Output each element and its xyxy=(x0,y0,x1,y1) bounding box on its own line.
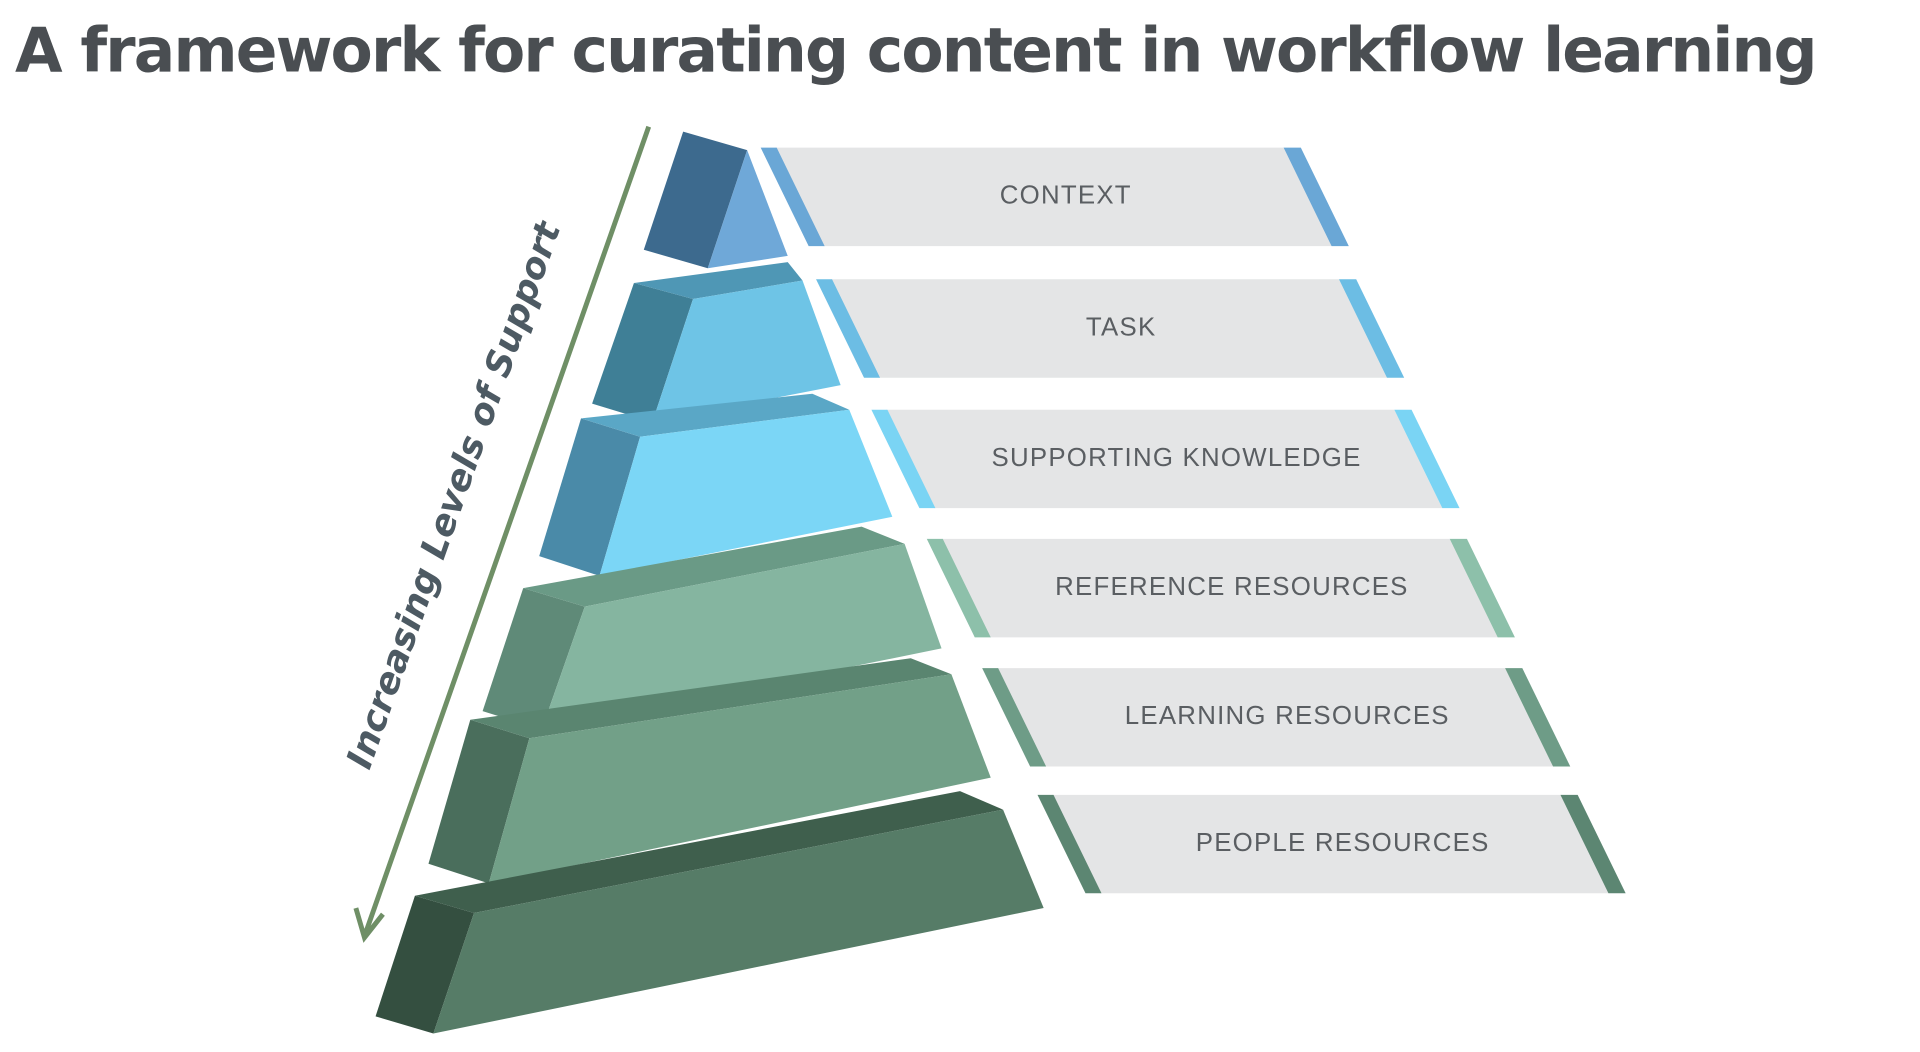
tier-front-face xyxy=(433,809,1044,1034)
tier-label: PEOPLE RESOURCES xyxy=(1196,829,1490,857)
band-background xyxy=(1052,794,1609,894)
band-right-stripe xyxy=(1283,147,1349,247)
label-bands: CONTEXT TASK SUPPORTING KNOWLEDGE REFERENCE… xyxy=(760,147,1626,894)
tier-label: LEARNING RESOURCES xyxy=(1125,702,1450,730)
pyramid-tier-2 xyxy=(592,262,841,423)
band-background xyxy=(886,409,1443,509)
label-band: LEARNING RESOURCES xyxy=(982,668,1571,767)
band-background xyxy=(941,538,1498,638)
label-band: CONTEXT xyxy=(760,147,1349,247)
arrow-head-icon xyxy=(353,907,385,943)
band-background xyxy=(830,279,1387,378)
pyramid-tier-5 xyxy=(428,658,991,884)
tier-label: CONTEXT xyxy=(1000,182,1132,210)
tier-top-face xyxy=(581,393,850,437)
band-left-stripe xyxy=(871,409,936,509)
tier-top-face xyxy=(414,791,1004,913)
pyramid-tier-4 xyxy=(482,526,942,730)
tier-side-face xyxy=(643,131,748,269)
tier-front-face xyxy=(488,674,991,884)
tier-side-face xyxy=(539,418,641,576)
band-left-stripe xyxy=(1037,794,1102,894)
tier-side-face xyxy=(428,719,530,884)
tier-front-face xyxy=(652,280,841,423)
band-background xyxy=(775,147,1332,247)
band-right-stripe xyxy=(1338,279,1405,378)
band-right-stripe xyxy=(1560,794,1626,894)
tier-label: TASK xyxy=(1086,313,1156,341)
tier-top-face xyxy=(470,658,952,739)
pyramid-tier-3 xyxy=(539,393,893,576)
band-right-stripe xyxy=(1449,538,1515,638)
band-right-stripe xyxy=(1505,668,1571,767)
tier-label: SUPPORTING KNOWLEDGE xyxy=(992,444,1362,472)
band-left-stripe xyxy=(926,538,991,638)
band-left-stripe xyxy=(982,668,1047,767)
tier-front-face xyxy=(707,150,788,269)
label-band: TASK xyxy=(816,279,1405,378)
band-right-stripe xyxy=(1394,409,1460,509)
band-left-stripe xyxy=(816,279,881,378)
pyramid xyxy=(375,131,1044,1034)
tier-top-face xyxy=(523,526,905,607)
band-background xyxy=(996,668,1554,767)
tier-side-face xyxy=(375,895,474,1034)
tier-side-face xyxy=(482,588,585,730)
tier-front-face xyxy=(599,409,893,576)
arrow-line xyxy=(363,125,652,934)
pyramid-tier-1 xyxy=(643,131,788,269)
label-band: REFERENCE RESOURCES xyxy=(926,538,1515,638)
tier-top-face xyxy=(633,262,803,299)
tier-side-face xyxy=(592,282,694,423)
tier-front-face xyxy=(541,543,942,730)
label-band: SUPPORTING KNOWLEDGE xyxy=(871,409,1460,509)
support-arrow xyxy=(353,125,652,943)
tier-label: REFERENCE RESOURCES xyxy=(1055,573,1408,601)
pyramid-tier-6 xyxy=(375,791,1044,1034)
label-band: PEOPLE RESOURCES xyxy=(1037,794,1626,894)
page-title: A framework for curating content in work… xyxy=(15,14,1816,86)
band-left-stripe xyxy=(760,147,825,247)
